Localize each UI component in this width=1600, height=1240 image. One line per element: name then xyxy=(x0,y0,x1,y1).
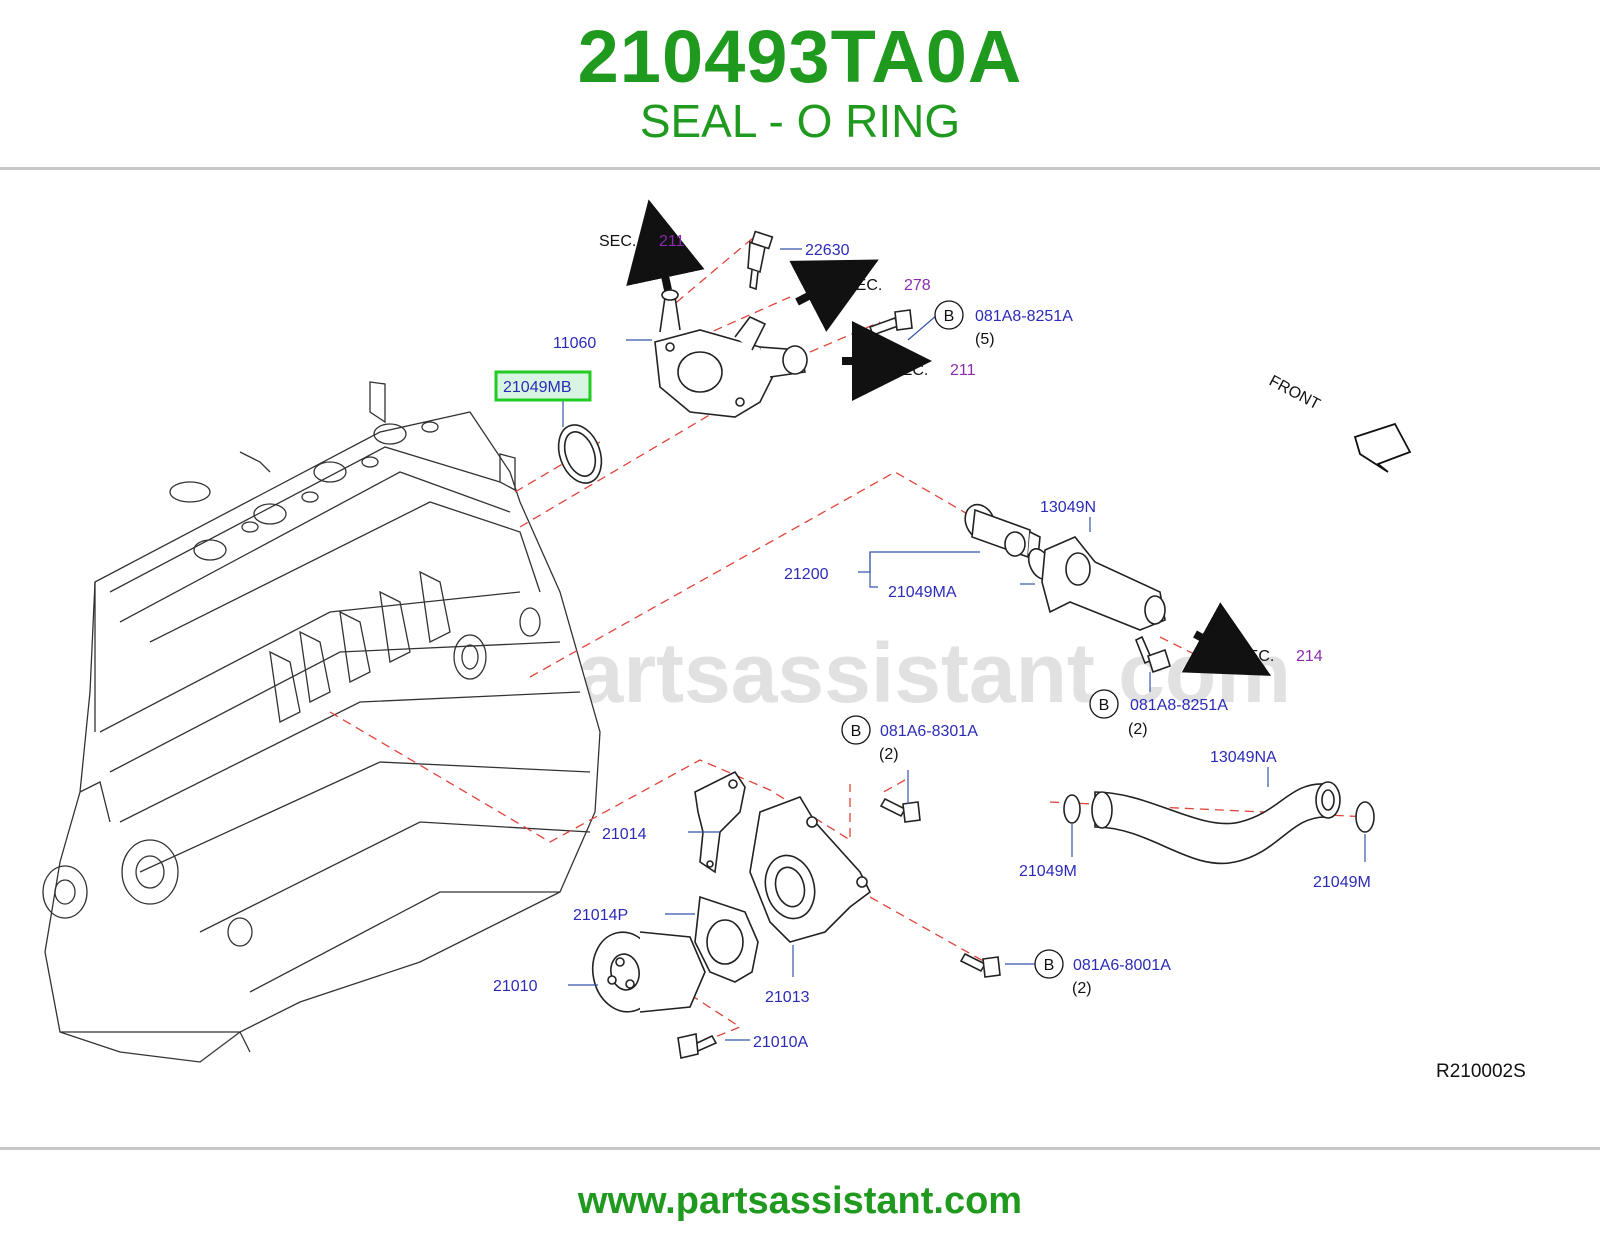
part-21049MA[interactable]: 21049MA xyxy=(888,584,957,601)
sec-number-upper-right[interactable]: 278 xyxy=(904,277,931,294)
part-21200[interactable]: 21200 xyxy=(784,566,829,583)
engine-block xyxy=(42,381,601,1063)
bolt-081A6-8001A xyxy=(959,952,1001,978)
part-bolt-3[interactable]: 081A6-8301A xyxy=(880,723,978,740)
part-bolt-4[interactable]: 081A6-8001A xyxy=(1073,957,1171,974)
o-ring-21049M-left xyxy=(1063,794,1081,824)
bolt-081A8-8251A-lower xyxy=(1134,635,1171,674)
thermostat-housing xyxy=(1041,536,1166,631)
thermostat xyxy=(964,503,1041,559)
part-21013[interactable]: 21013 xyxy=(765,989,810,1006)
part-name-subtitle: SEAL - O RING xyxy=(639,95,961,147)
water-pump xyxy=(591,931,706,1013)
qty-bolt-4: (2) xyxy=(1072,980,1092,997)
gasket-21014 xyxy=(694,770,746,874)
part-11060[interactable]: 11060 xyxy=(553,335,596,352)
parts-diagram: www.partsassistant.com xyxy=(42,199,1526,1082)
sec-number-mid-right[interactable]: 211 xyxy=(950,362,976,379)
qty-bolt-2: (2) xyxy=(1128,721,1148,738)
sec-label-upper-right: SEC. xyxy=(845,277,882,294)
o-ring-21049M-right xyxy=(1355,801,1375,833)
part-21014P[interactable]: 21014P xyxy=(573,907,628,924)
footer-divider xyxy=(0,1147,1600,1150)
part-21049M-right[interactable]: 21049M xyxy=(1313,874,1371,891)
water-outlet-housing xyxy=(654,289,808,418)
bolt-081A8-8251A-upper xyxy=(868,309,913,337)
part-bolt-1[interactable]: 081A8-8251A xyxy=(975,308,1073,325)
bolt-marker-4: B xyxy=(1044,957,1055,974)
diagram-ref-code: R210002S xyxy=(1436,1061,1526,1082)
part-21010A[interactable]: 21010A xyxy=(753,1034,808,1051)
part-bolt-2[interactable]: 081A8-8251A xyxy=(1130,697,1228,714)
sec-number-thermostat[interactable]: 214 xyxy=(1296,648,1323,665)
bolt-081A6-8301A xyxy=(879,797,921,823)
highlight-box[interactable] xyxy=(494,370,592,402)
water-inlet-21013 xyxy=(749,796,872,943)
sec-label-top: SEC. xyxy=(599,233,636,250)
sec-label-thermostat: SEC. xyxy=(1237,648,1274,665)
gasket-21014P xyxy=(694,895,759,983)
bolt-21010A xyxy=(677,1033,718,1059)
header-divider xyxy=(0,167,1600,170)
bolt-marker-3: B xyxy=(851,723,862,740)
part-21049M-left[interactable]: 21049M xyxy=(1019,863,1077,880)
part-21014[interactable]: 21014 xyxy=(602,826,647,843)
part-number-title: 210493TA0A xyxy=(577,15,1023,98)
bolt-marker-1: B xyxy=(944,308,955,325)
part-22630[interactable]: 22630 xyxy=(805,242,850,259)
sec-number-top[interactable]: 211 xyxy=(659,233,685,250)
part-21010[interactable]: 21010 xyxy=(493,978,538,995)
front-arrow xyxy=(1353,422,1412,473)
qty-bolt-1: (5) xyxy=(975,331,995,348)
part-13049N[interactable]: 13049N xyxy=(1040,499,1096,516)
footer-website[interactable]: www.partsassistant.com xyxy=(577,1180,1023,1222)
qty-bolt-3: (2) xyxy=(879,746,899,763)
part-21049MB[interactable]: 21049MB xyxy=(503,379,572,396)
part-13049NA[interactable]: 13049NA xyxy=(1210,749,1277,766)
front-label: FRONT xyxy=(1266,373,1323,414)
sec-label-mid-right: SEC. xyxy=(891,362,928,379)
water-pipe xyxy=(1091,781,1341,865)
temperature-sensor xyxy=(747,230,774,291)
bolt-marker-2: B xyxy=(1099,697,1110,714)
